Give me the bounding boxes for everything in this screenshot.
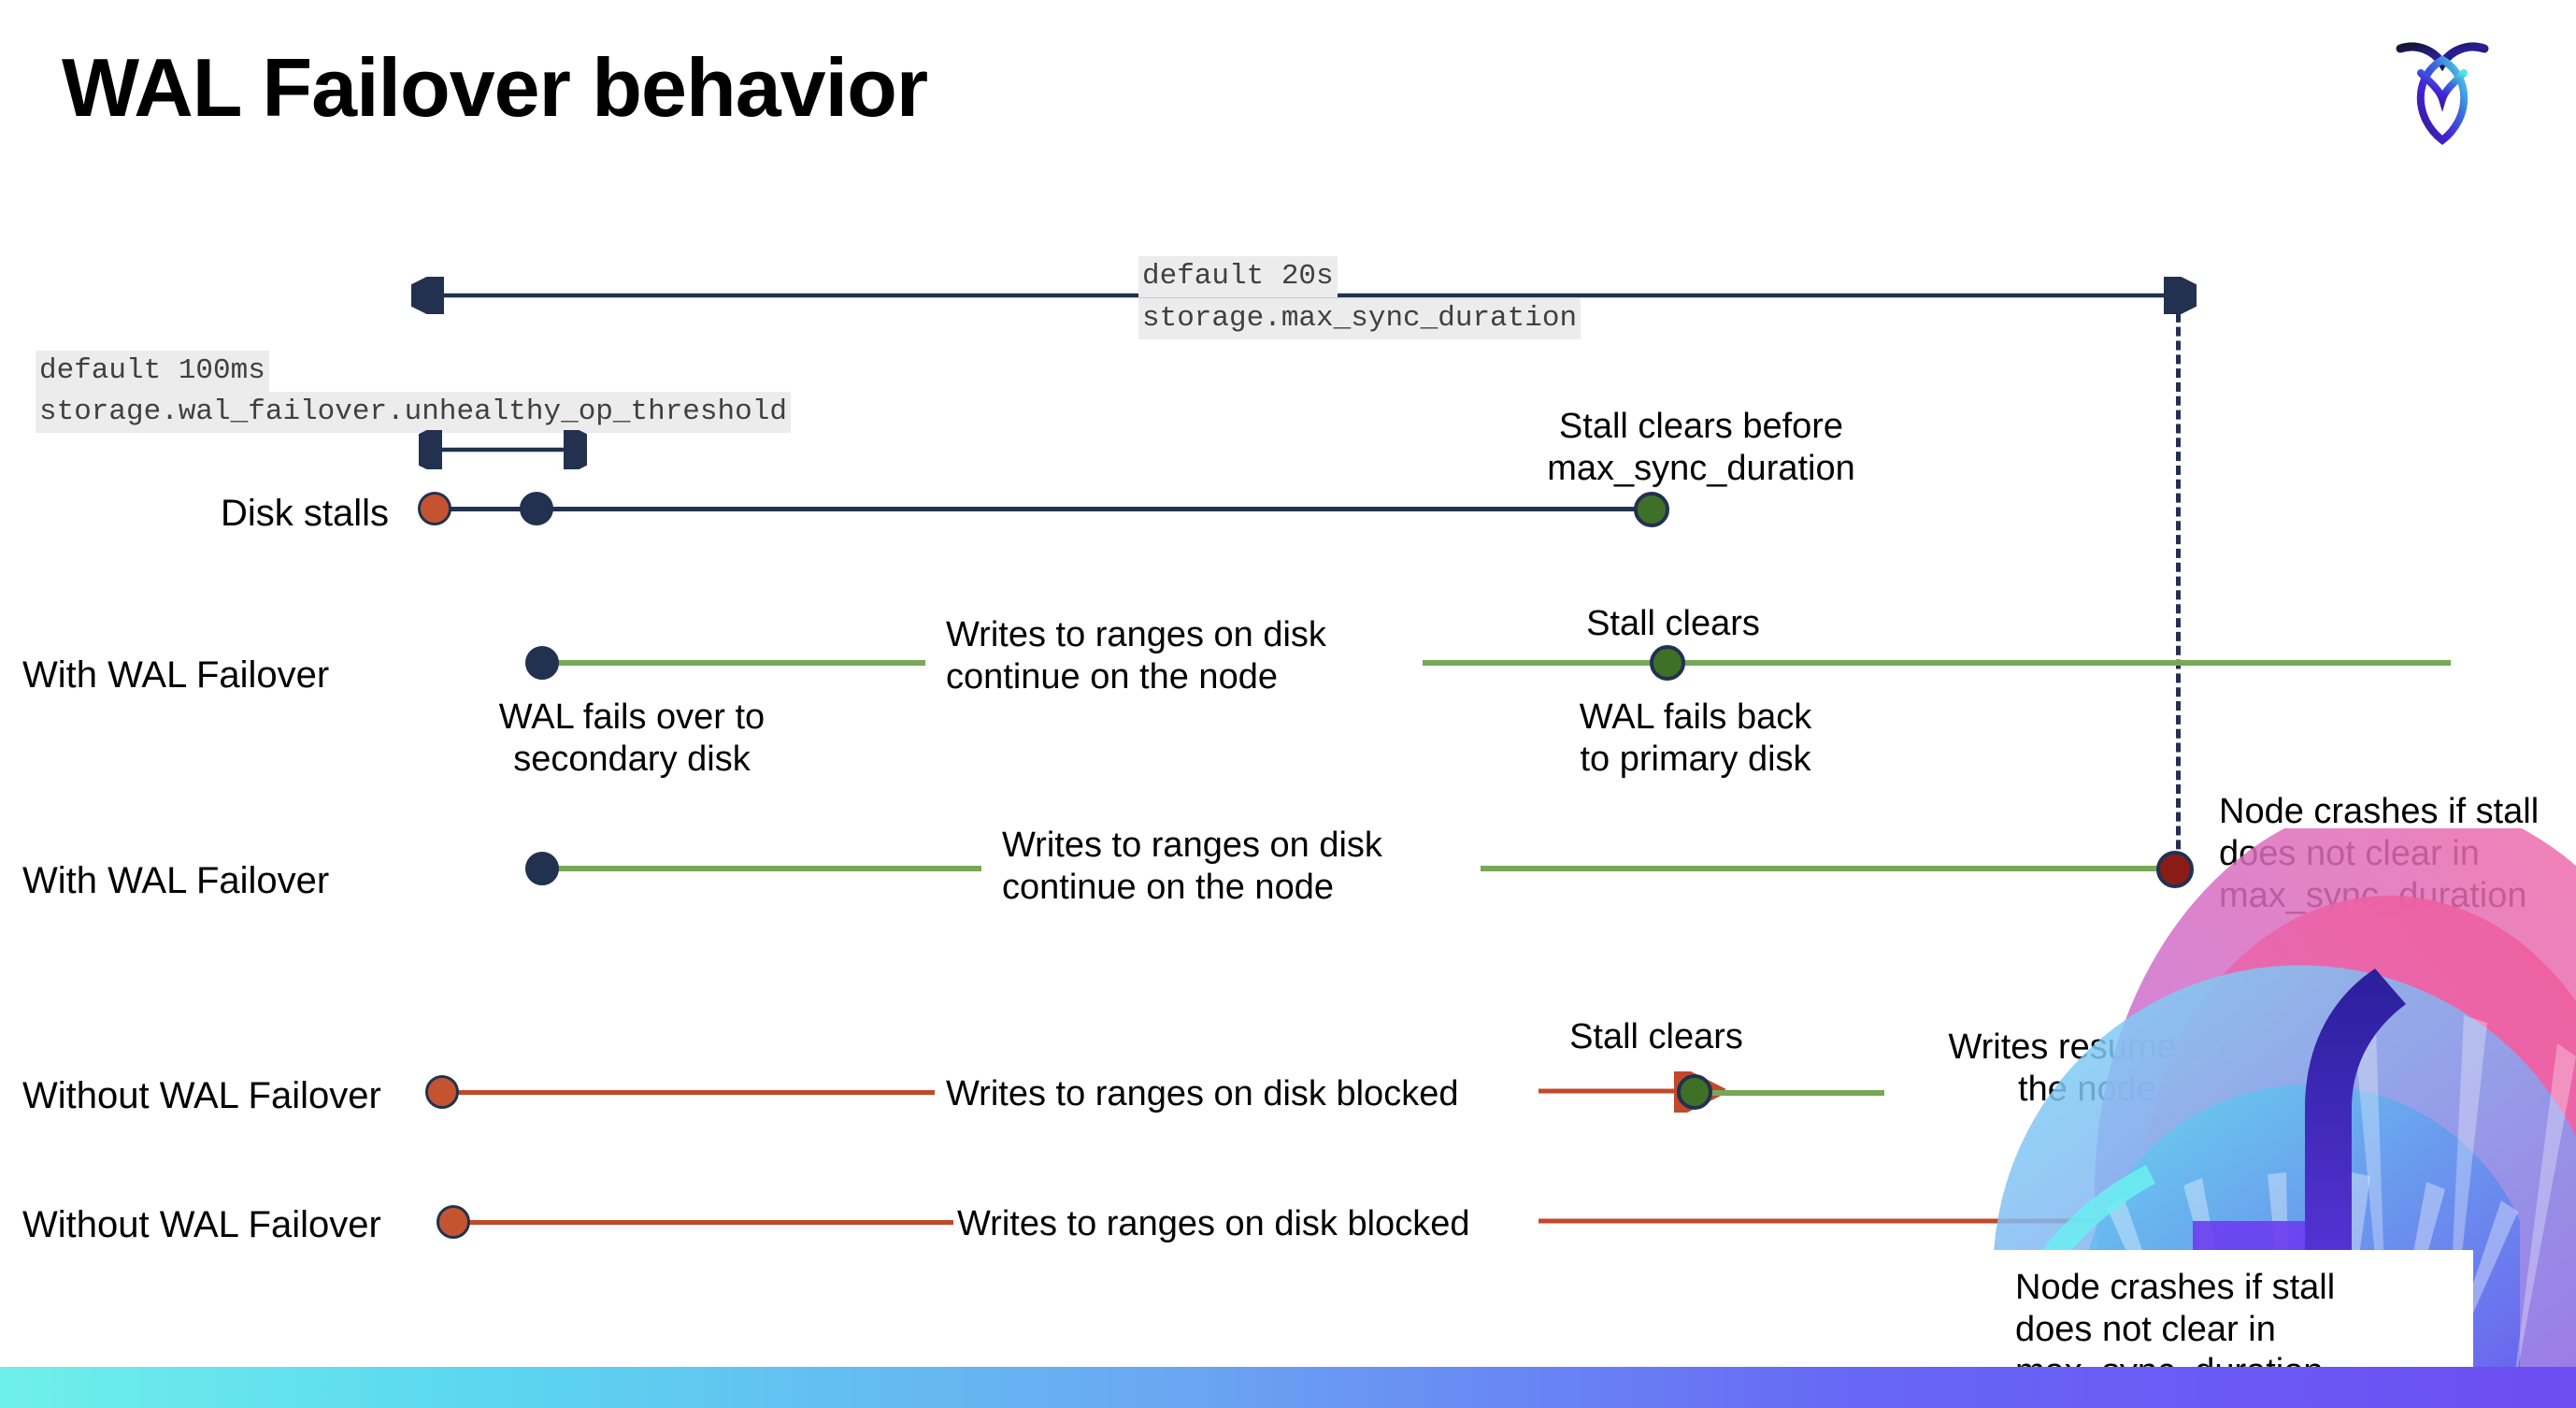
wal-failover-point-marker-navy-dot-2 (525, 852, 559, 885)
note-node-crashes-1: Node crashes if stall does not clear in … (2219, 792, 2540, 915)
with-failover-1-segment-b (1423, 660, 2451, 666)
note-writes-blocked-1: Writes to ranges on disk blocked (946, 1074, 1459, 1113)
stall-start-marker-orange-dot-3 (436, 1205, 470, 1239)
note-stall-clears-2: Stall clears (1569, 1017, 1743, 1056)
stall-clears-marker-green-dot-2 (1650, 645, 1685, 681)
node-crash-marker-dark-red-dot (2156, 851, 2194, 888)
unhealthy-threshold-setting-label: storage.wal_failover.unhealthy_op_thresh… (36, 392, 791, 433)
row-label-with-wal-failover-2: With WAL Failover (22, 860, 330, 901)
disk-stalls-timeline (436, 507, 1667, 511)
note-writes-resume: Writes resume on the node (1948, 1027, 2226, 1109)
note-stall-clears-1: Stall clears (1586, 604, 1760, 643)
note-wal-fails-back: WAL fails back to primary disk (1579, 697, 1812, 779)
without-failover-2-blocked-a (458, 1220, 953, 1225)
stall-start-marker-orange-dot (418, 492, 451, 525)
unhealthy-threshold-default-label: default 100ms (36, 351, 269, 392)
wal-failover-point-marker-navy-dot (525, 646, 559, 680)
max-sync-duration-dropline (2176, 299, 2181, 877)
without-failover-1-resume-b (2283, 1090, 2451, 1096)
note-wal-fails-over: WAL fails over to secondary disk (498, 697, 766, 779)
max-sync-setting-label: storage.max_sync_duration (1138, 298, 1581, 339)
note-stall-clears-before-max-sync: Stall clears before max_sync_duration (1547, 407, 1855, 488)
note-writes-blocked-2: Writes to ranges on disk blocked (957, 1204, 1470, 1243)
note-writes-continue-1: Writes to ranges on disk continue on the… (946, 615, 1326, 697)
with-failover-1-segment-a (542, 660, 925, 666)
page-title: WAL Failover behavior (62, 41, 928, 134)
max-sync-default-label: default 20s (1138, 256, 1338, 297)
without-failover-1-resume-a (1707, 1090, 1884, 1096)
with-failover-2-segment-a (542, 866, 981, 871)
stall-start-marker-orange-dot-2 (425, 1075, 459, 1109)
without-failover-1-blocked-arrow (1538, 1071, 1725, 1113)
note-writes-continue-2: Writes to ranges on disk continue on the… (1002, 826, 1382, 907)
without-failover-2-blocked-arrow (1538, 1201, 2183, 1243)
row-label-without-wal-failover-1: Without WAL Failover (22, 1075, 381, 1116)
with-failover-2-segment-b (1481, 866, 2172, 871)
stall-clears-marker-green-dot-3 (1677, 1074, 1712, 1110)
row-label-disk-stalls: Disk stalls (221, 493, 390, 534)
unhealthy-threshold-marker-navy-dot (520, 492, 553, 525)
bottom-gradient-bar (0, 1367, 2576, 1408)
row-label-without-wal-failover-2: Without WAL Failover (22, 1204, 381, 1245)
without-failover-1-blocked-a (449, 1090, 935, 1095)
cockroach-labs-logo-icon (2391, 28, 2494, 148)
stall-clears-marker-green-dot (1634, 492, 1669, 527)
unhealthy-threshold-span-arrow (419, 430, 587, 469)
row-label-with-wal-failover-1: With WAL Failover (22, 654, 330, 696)
